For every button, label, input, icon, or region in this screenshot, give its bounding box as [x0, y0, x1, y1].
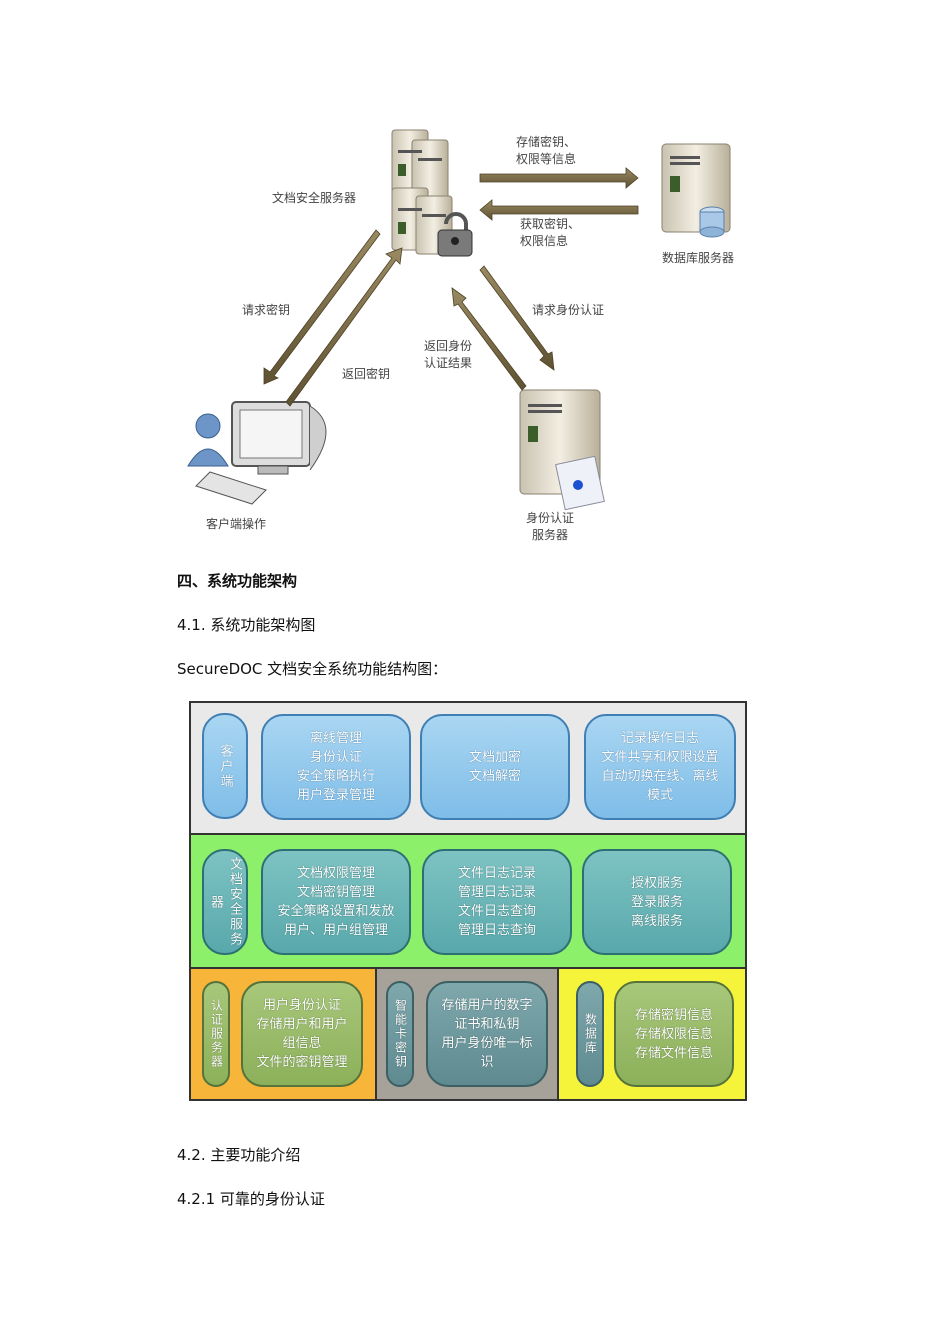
network-diagram-graphics [187, 129, 731, 511]
client-box-2-text: 文档加密 文档解密 [468, 750, 521, 784]
get-keys-label: 获取密钥、 权限信息 [520, 217, 581, 248]
arrows [263, 167, 639, 407]
client-box-1: 离线管理 身份认证 安全策略执行 用户登录管理 [261, 714, 411, 820]
server-box-1: 文档权限管理 文档密钥管理 安全策略设置和发放 用户、用户组管理 [261, 849, 411, 955]
auth-title: 认证服务器 [202, 981, 230, 1087]
db-box-text: 存储密钥信息 存储权限信息 存储文件信息 [634, 1007, 713, 1061]
auth-server-icon [519, 389, 605, 511]
network-diagram: 文档安全服务器 数据库服务器 存储密钥、 权限等信息 获取密钥、 权限信息 请求… [180, 120, 780, 550]
card-box-text: 存储用户的数字 证书和私钥 用户身份唯一标 识 [441, 998, 533, 1070]
client-title: 客户端 [202, 713, 248, 819]
client-box-2: 文档加密 文档解密 [420, 714, 570, 820]
lock-icon [437, 212, 473, 257]
auth-box-text: 用户身份认证 存储用户和用户 组信息 文件的密钥管理 [256, 998, 348, 1070]
server-title-text: 文档安全服务器 [208, 857, 242, 947]
server-box-2-text: 文件日志记录 管理日志记录 文件日志查询 管理日志查询 [457, 866, 536, 938]
client-box-3: 记录操作日志 文件共享和权限设置 自动切换在线、离线 模式 [584, 714, 736, 820]
card-box: 存储用户的数字 证书和私钥 用户身份唯一标 识 [426, 981, 548, 1087]
db-box: 存储密钥信息 存储权限信息 存储文件信息 [614, 981, 734, 1087]
auth-box: 用户身份认证 存储用户和用户 组信息 文件的密钥管理 [241, 981, 363, 1087]
client-computer-icon [187, 401, 327, 505]
request-key-label: 请求密钥 [242, 303, 291, 317]
server-title: 文档安全服务器 [202, 849, 248, 955]
subsection-4-2: 4.2. 主要功能介绍 [177, 1146, 301, 1164]
subsection-4-1: 4.1. 系统功能架构图 [177, 616, 316, 634]
return-key-label: 返回密钥 [342, 367, 391, 381]
db-title-text: 数据库 [583, 1013, 598, 1055]
server-box-1-text: 文档权限管理 文档密钥管理 安全策略设置和发放 用户、用户组管理 [277, 866, 395, 938]
client-label: 客户端操作 [206, 517, 267, 531]
doc-server-icon [391, 129, 453, 255]
return-auth-label: 返回身份 认证结果 [424, 339, 473, 370]
architecture-diagram: 客户端 离线管理 身份认证 安全策略执行 用户登录管理 文档加密 文档解密 记录… [189, 701, 759, 1113]
db-server-label: 数据库服务器 [662, 251, 735, 265]
diagram-caption: SecureDOC 文档安全系统功能结构图： [177, 660, 448, 678]
card-title: 智能卡密钥 [386, 981, 414, 1087]
db-title: 数据库 [576, 981, 604, 1087]
server-box-3-text: 授权服务 登录服务 离线服务 [630, 875, 683, 929]
request-auth-label: 请求身份认证 [532, 303, 605, 317]
section-heading: 四、系统功能架构 [177, 572, 298, 590]
card-title-text: 智能卡密钥 [393, 999, 408, 1069]
auth-title-text: 认证服务器 [209, 999, 224, 1069]
doc-server-label: 文档安全服务器 [272, 191, 357, 205]
database-server-icon [661, 143, 731, 238]
subsection-4-2-1: 4.2.1 可靠的身份认证 [177, 1190, 325, 1208]
client-box-1-text: 离线管理 身份认证 安全策略执行 用户登录管理 [296, 731, 375, 803]
client-title-text: 客户端 [217, 743, 233, 789]
auth-server-label: 身份认证 服务器 [526, 511, 575, 542]
store-keys-label: 存储密钥、 权限等信息 [516, 135, 577, 166]
server-box-3: 授权服务 登录服务 离线服务 [582, 849, 732, 955]
server-box-2: 文件日志记录 管理日志记录 文件日志查询 管理日志查询 [422, 849, 572, 955]
client-box-3-text: 记录操作日志 文件共享和权限设置 自动切换在线、离线 模式 [601, 731, 719, 803]
